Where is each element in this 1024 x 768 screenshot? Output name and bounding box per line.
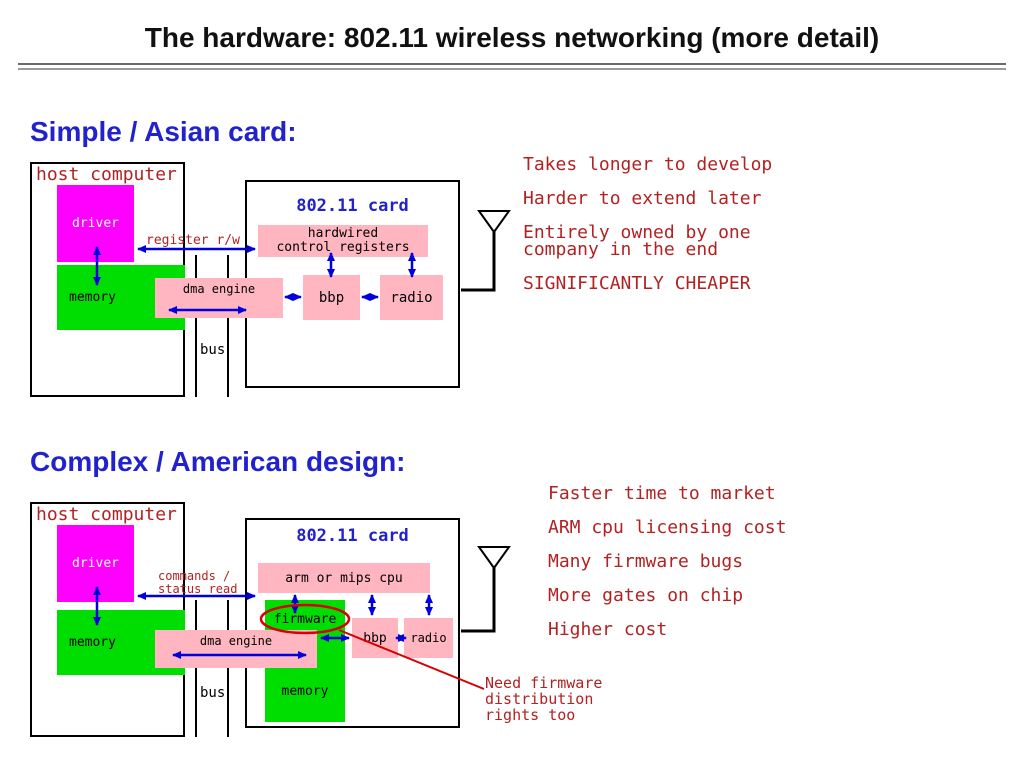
note-line: Higher cost — [548, 619, 668, 640]
radio-box-2: radio — [404, 618, 453, 658]
firmware-label: firmware — [273, 612, 337, 627]
radio-label: radio — [390, 289, 433, 306]
note-line: Many firmware bugs — [548, 551, 744, 572]
simple-notes-list: Takes longer to develop Harder to extend… — [523, 156, 772, 309]
note-line: Entirely owned by one company in the end — [523, 222, 751, 260]
card-label-2: 802.11 card — [296, 526, 409, 546]
bbp-label-2: bbp — [363, 630, 387, 646]
driver-label-2: driver — [72, 556, 119, 571]
driver-label: driver — [72, 216, 119, 231]
antenna-icon — [461, 210, 511, 292]
note-line: Harder to extend later — [523, 188, 762, 209]
register-rw-label: register r/w — [146, 233, 240, 248]
cpu-box: arm or mips cpu — [258, 563, 430, 593]
slide-title: The hardware: 802.11 wireless networking… — [144, 22, 880, 53]
bbp-box: bbp — [303, 275, 360, 320]
section-heading-simple: Simple / Asian card: — [30, 116, 297, 147]
bus-line-left — [195, 255, 197, 397]
section-heading-complex: Complex / American design: — [30, 446, 406, 477]
antenna-triangle — [477, 210, 511, 234]
card-memory-label: memory — [281, 684, 329, 699]
firmware-note: Need firmware distribution rights too — [485, 674, 603, 724]
cpu-label: arm or mips cpu — [285, 570, 403, 586]
bus-label: bus — [200, 342, 226, 358]
bus-line-right-2 — [227, 600, 229, 737]
host-computer-label-2: host computer — [36, 504, 177, 525]
card-label: 802.11 card — [296, 196, 409, 216]
driver-box-2: driver — [57, 525, 134, 602]
antenna-wire-2 — [461, 568, 496, 633]
commands-label: commands / status read — [158, 569, 238, 596]
driver-box: driver — [57, 185, 134, 262]
antenna-triangle-2 — [477, 546, 511, 570]
dma-engine-label: dma engine — [182, 282, 256, 296]
dma-engine-box-2: dma engine — [155, 630, 317, 668]
title-divider — [18, 63, 1006, 70]
bbp-label: bbp — [318, 289, 345, 306]
dma-engine-label-2: dma engine — [199, 634, 273, 648]
note-line: SIGNIFICANTLY CHEAPER — [523, 273, 751, 294]
memory-label: memory — [69, 290, 116, 305]
note-line: ARM cpu licensing cost — [548, 517, 787, 538]
dma-engine-box: dma engine — [155, 278, 283, 318]
radio-box: radio — [380, 275, 443, 320]
note-line: Takes longer to develop — [523, 154, 773, 175]
radio-label-2: radio — [410, 631, 447, 645]
memory-label-2: memory — [69, 635, 116, 650]
complex-notes-list: Faster time to market ARM cpu licensing … — [548, 485, 786, 655]
card-box-2 — [245, 518, 460, 728]
antenna-wire — [461, 232, 496, 292]
host-computer-label: host computer — [36, 164, 177, 185]
bus-line-left-2 — [195, 600, 197, 737]
bus-line-right — [227, 255, 229, 397]
bbp-box-2: bbp — [352, 618, 398, 658]
note-line: More gates on chip — [548, 585, 744, 606]
note-line: Faster time to market — [548, 483, 776, 504]
bus-label-2: bus — [200, 685, 226, 701]
antenna-icon-2 — [461, 546, 511, 633]
control-registers-box: hardwired control registers — [258, 225, 428, 257]
control-registers-label: hardwired control registers — [276, 226, 410, 255]
